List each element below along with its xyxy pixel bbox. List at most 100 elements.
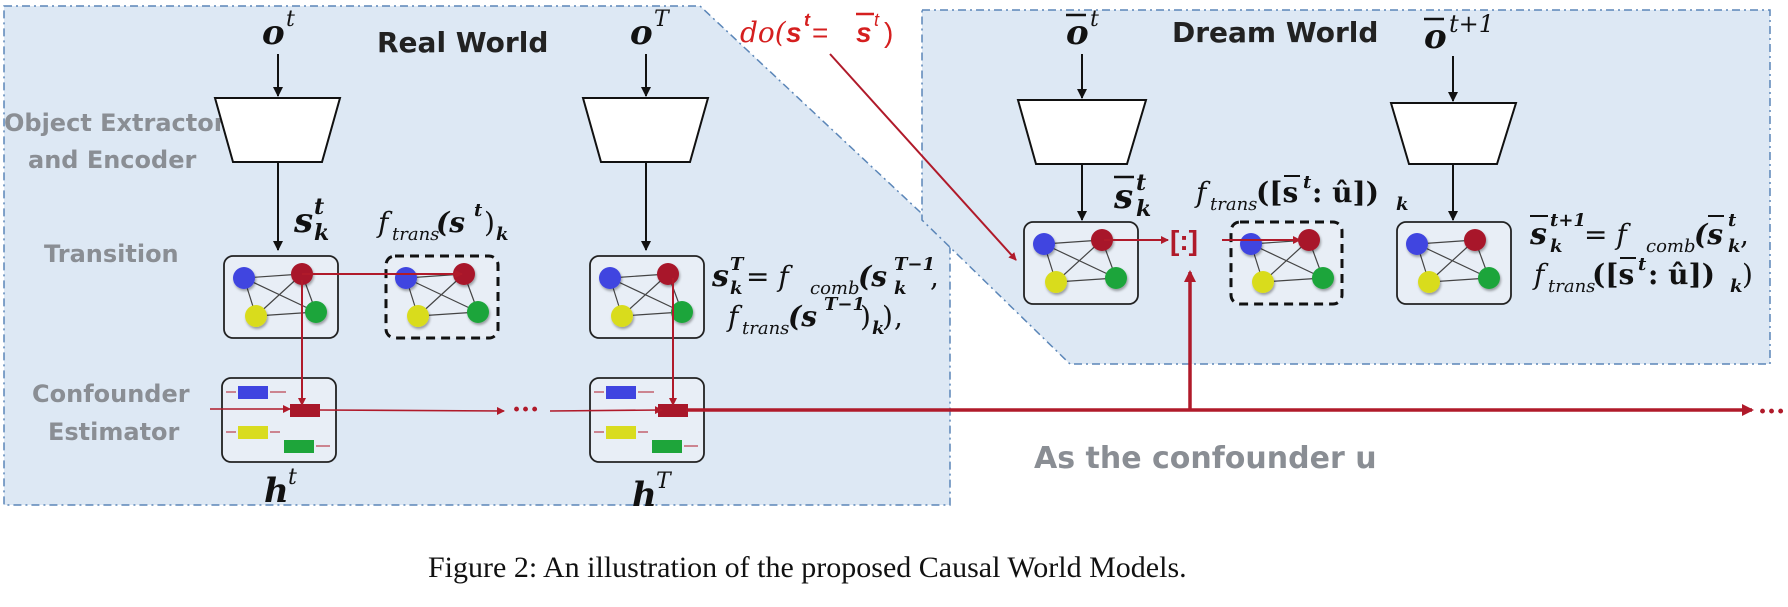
encoder-T [581,97,710,163]
graph-edge [1416,243,1490,279]
input-obar-t: o t [1066,7,1099,53]
svg-text:t: t [288,465,297,490]
svg-text:do(: do( [740,16,787,49]
conf-rect-yellow [238,426,268,439]
svg-text:k: k [1136,196,1151,222]
confounder-label-line2: Estimator [48,418,180,446]
svg-text:,: , [930,260,939,293]
encoder-t [213,97,342,163]
svg-text:trans: trans [1548,276,1595,297]
node-red [453,263,475,285]
hidden-h-T: h T [632,469,673,515]
confounder-label-line1: Confounder [32,380,190,408]
node-red [1298,229,1320,251]
svg-text:(s: (s [436,206,465,239]
svg-text:T−1: T−1 [894,254,935,275]
svg-text:trans: trans [1210,194,1257,215]
figure-caption: Figure 2: An illustration of the propose… [428,551,1187,584]
node-green [467,301,489,323]
svg-text:t: t [874,10,880,30]
svg-text:k: k [1728,236,1740,257]
svg-text:T−1: T−1 [824,294,865,315]
svg-text:s: s [293,201,313,241]
node-green [1105,267,1127,289]
svg-text:t+1: t+1 [1449,10,1494,38]
svg-text:): ) [882,300,893,333]
node-blue [233,267,255,289]
svg-text:t: t [1090,7,1099,32]
node-blue [1406,233,1428,255]
svg-text:T: T [654,7,671,32]
node-blue [395,267,417,289]
hidden-h-t: h t [264,465,297,511]
svg-text:trans: trans [392,224,439,245]
object-extractor-label-line1: Object Extractor [4,109,226,137]
svg-text:: û]): : û]) [1648,258,1715,291]
confounder-rects-layer [226,386,698,453]
svg-text:= f: = f [1584,218,1631,251]
input-obar-t1: o t+1 [1424,10,1494,57]
svg-text:T: T [656,469,673,494]
node-green [305,301,327,323]
concat-symbol: [:] [1170,225,1198,256]
state-sbar-k-t: s t k [1113,170,1151,222]
svg-text:: û]): : û]) [1312,176,1379,209]
svg-text:t: t [474,200,483,221]
svg-text:h: h [264,471,289,511]
graph-1 [395,263,489,327]
svg-text:t: t [1728,210,1737,231]
svg-text:s: s [711,259,729,294]
svg-text:([s: ([s [1256,176,1298,209]
transition-label: Transition [44,240,179,268]
svg-text:,: , [894,300,903,333]
svg-text:k: k [872,318,884,339]
svg-text:s: s [856,17,872,48]
conf-rect-green [284,440,314,453]
svg-text:k: k [730,278,742,299]
graph-3 [1033,229,1127,293]
node-yellow [407,305,429,327]
graph-5 [1406,229,1500,293]
node-yellow [1418,271,1440,293]
svg-text:k: k [496,224,508,245]
node-yellow [1045,271,1067,293]
node-blue [1033,233,1055,255]
svg-text:o: o [1424,17,1447,57]
svg-text:s: s [1113,177,1133,217]
svg-text:comb: comb [1646,236,1696,257]
svg-text:t: t [1136,170,1146,196]
do-intervention-label: do( s t = s t ) [740,10,893,49]
svg-text:k: k [894,278,906,299]
node-yellow [1252,271,1274,293]
graph-0 [233,263,327,327]
arrow-dots-to-confounder-T [549,406,663,415]
svg-text:): ) [484,206,495,239]
svg-text:= f: = f [746,260,793,293]
conf-rect-red [290,404,320,417]
confounder-glyphs-0 [226,386,330,453]
node-red [1464,229,1486,251]
node-yellow [245,305,267,327]
confounder-glyphs-1 [594,386,698,453]
svg-text:k: k [1730,276,1742,297]
svg-text:(s: (s [858,260,887,293]
svg-text:s: s [1529,217,1547,252]
svg-text:t: t [1638,254,1647,275]
state-s-k-t: s t k [293,194,329,246]
object-extractor-label-line2: and Encoder [28,146,196,174]
input-o-t: o t [262,7,295,53]
graph-edge [1250,243,1324,279]
graph-edge [243,277,317,313]
node-green [671,301,693,323]
svg-text:k: k [314,220,329,246]
encoder-dream-t [1016,99,1148,165]
svg-text:(s: (s [1694,218,1723,251]
graph-4 [1240,229,1334,293]
sT-equation: s T k = f comb (s T−1 k , f trans (s T−1… [711,254,939,339]
svg-text:t: t [314,194,324,220]
conf-rect-red [658,404,688,417]
svg-text:t+1: t+1 [1550,210,1586,231]
conf-rect-blue [606,386,636,399]
svg-text:trans: trans [742,318,789,339]
